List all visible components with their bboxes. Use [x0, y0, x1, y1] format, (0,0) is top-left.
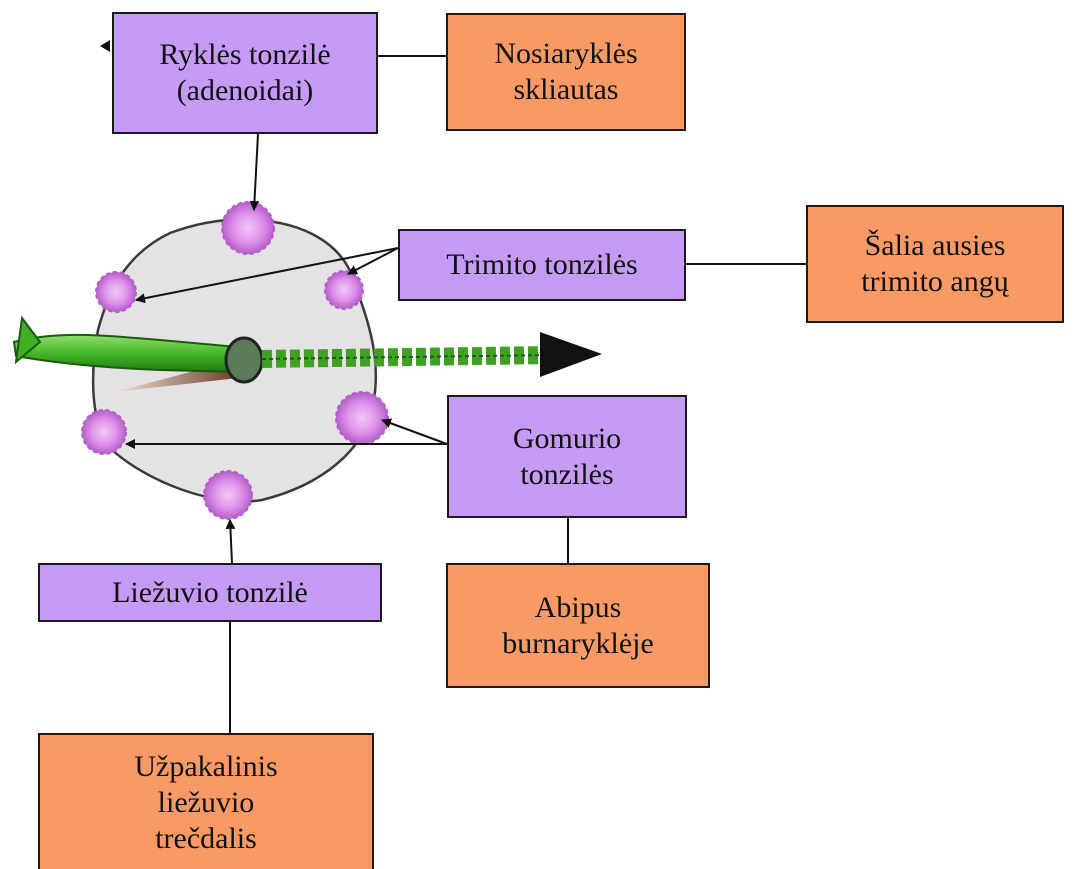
arrow-rykles-to-adenoid — [254, 134, 258, 210]
box-abipus-burnarykleje: Abipus burnaryklėje — [446, 563, 710, 688]
box-uzpakalinis-line3: trečdalis — [155, 821, 257, 857]
box-uzpakalinis-line1: Užpakalinis — [134, 749, 277, 785]
center-opening — [226, 338, 262, 382]
arrow-gomurio-to-right — [382, 420, 447, 444]
tonsil-palatine-left — [82, 410, 126, 454]
box-abipus-line1: Abipus — [535, 590, 622, 626]
box-nosiarykles-skliautas: Nosiaryklės skliautas — [446, 13, 686, 131]
box-salia-line1: Šalia ausies — [865, 228, 1006, 264]
box-nosiarykles-line2: skliautas — [514, 72, 619, 108]
box-liezuvio-tonzile: Liežuvio tonzilė — [38, 563, 382, 622]
box-trimito-label: Trimito tonzilės — [446, 247, 637, 283]
box-rykles-tonzile: Ryklės tonzilė (adenoidai) — [112, 12, 378, 134]
box-uzpakalinis-line2: liežuvio — [158, 785, 255, 821]
black-arrowhead — [540, 332, 602, 377]
box-salia-line2: trimito angų — [861, 264, 1008, 300]
box-gomurio-line2: tonzilės — [520, 457, 613, 493]
tonsil-adenoid — [222, 202, 274, 254]
box-rykles-line2: (adenoidai) — [177, 73, 314, 109]
box-gomurio-line1: Gomurio — [513, 421, 621, 457]
tonsil-tubal-left — [96, 272, 136, 312]
box-abipus-line2: burnaryklėje — [502, 626, 654, 662]
arrow-liezuvio-to-lingual — [230, 520, 232, 563]
tonsil-palatine-right — [336, 392, 388, 444]
box-salia-ausies: Šalia ausies trimito angų — [806, 205, 1064, 323]
box-nosiarykles-line1: Nosiaryklės — [494, 36, 637, 72]
box-gomurio-tonziles: Gomurio tonzilės — [447, 395, 687, 518]
arrow-trimito-to-right — [348, 248, 398, 274]
box-trimito-tonziles: Trimito tonzilės — [398, 229, 686, 301]
tonsil-lingual — [204, 471, 252, 519]
box-rykles-line1: Ryklės tonzilė — [159, 37, 330, 73]
box-liezuvio-label: Liežuvio tonzilė — [112, 575, 308, 611]
small-marker — [100, 40, 110, 52]
box-uzpakalinis-trecdalis: Užpakalinis liežuvio trečdalis — [38, 733, 374, 869]
tonsil-tubal-right — [325, 271, 363, 309]
